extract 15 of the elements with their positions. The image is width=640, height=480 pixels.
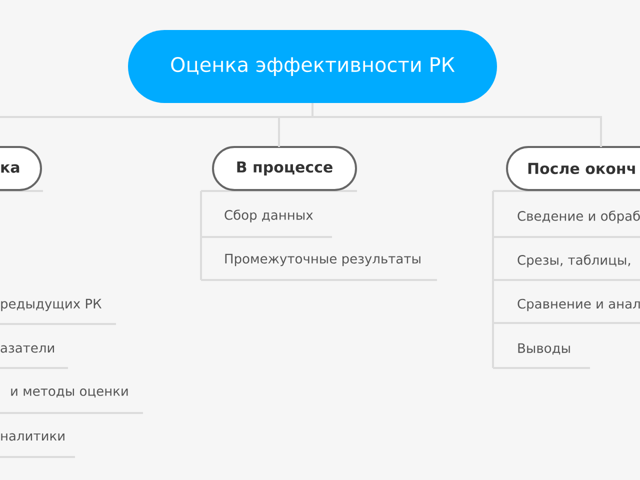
topic-pill: В процессе <box>201 146 357 192</box>
list-item: Сравнение и анал <box>493 298 640 324</box>
list-item: Сведение и обраб <box>493 210 640 238</box>
connector-line <box>312 116 602 147</box>
list-item: Сбор данных <box>201 210 332 238</box>
topic-pill: ка <box>0 146 43 192</box>
list-item: азатели <box>0 345 68 369</box>
list-item: редыдущих РК <box>0 298 116 325</box>
list-item: Промежуточные результаты <box>201 254 437 281</box>
list-item: налитики <box>0 433 75 458</box>
topic-pill: После оконч <box>493 146 640 192</box>
list-item: Срезы, таблицы, <box>493 254 640 281</box>
central-topic: Оценка эффективности РК <box>128 30 497 103</box>
list-item: и методы оценки <box>0 388 143 414</box>
list-item: Выводы <box>493 343 590 369</box>
